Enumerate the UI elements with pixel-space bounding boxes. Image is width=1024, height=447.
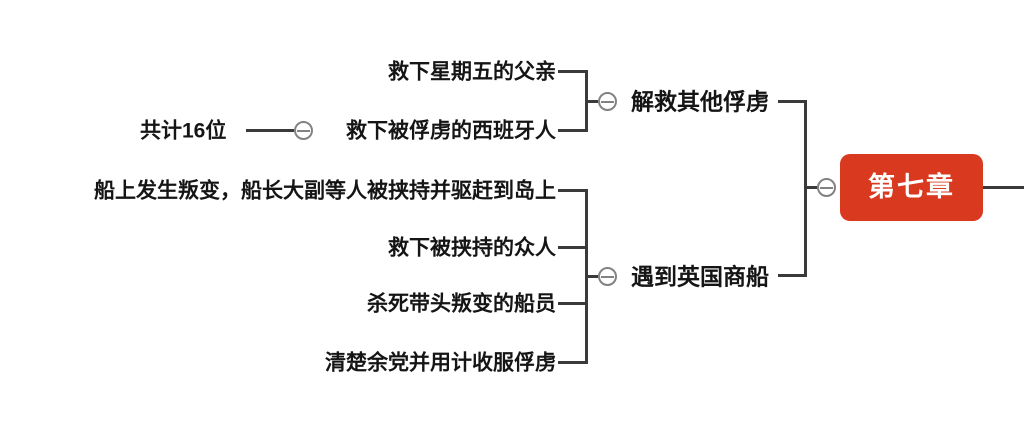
collapse-icon-spaniard[interactable] bbox=[294, 121, 313, 140]
connector-branch1-to-icon bbox=[585, 100, 598, 103]
minus-glyph bbox=[601, 275, 614, 278]
topic-kill-mutiny-leaders[interactable]: 杀死带头叛变的船员 bbox=[367, 292, 556, 316]
connector-branch2-child1-stub bbox=[558, 189, 588, 192]
topic-rescue-other-captives[interactable]: 解救其他俘虏 bbox=[631, 88, 769, 115]
connector-branch1-child1-stub bbox=[558, 70, 588, 73]
connector-branch2-child3-stub bbox=[558, 302, 588, 305]
connector-branch2-right-stub bbox=[778, 274, 806, 277]
root-label: 第七章 bbox=[868, 172, 955, 202]
topic-meet-british-ship[interactable]: 遇到英国商船 bbox=[631, 263, 769, 290]
topic-total-16[interactable]: 共计16位 bbox=[140, 119, 227, 143]
connector-branch2-child2-stub bbox=[558, 246, 588, 249]
connector-branch1-child2-stub bbox=[558, 129, 588, 132]
minus-glyph bbox=[297, 129, 310, 132]
connector-root-bracket bbox=[804, 100, 807, 277]
minus-glyph bbox=[820, 186, 833, 189]
connector-root-to-parent bbox=[983, 186, 1024, 189]
topic-chapter-7[interactable]: 第七章 bbox=[840, 154, 983, 221]
topic-save-friday-father[interactable]: 救下星期五的父亲 bbox=[388, 60, 556, 84]
topic-clear-remnants[interactable]: 清楚余党并用计收服俘虏 bbox=[325, 351, 556, 375]
connector-total16-line bbox=[246, 129, 294, 132]
topic-mutiny-on-ship[interactable]: 船上发生叛变，船长大副等人被挟持并驱赶到岛上 bbox=[94, 179, 556, 203]
connector-branch2-child4-stub bbox=[558, 361, 588, 364]
collapse-icon-branch2[interactable] bbox=[598, 267, 617, 286]
collapse-icon-root[interactable] bbox=[817, 178, 836, 197]
connector-branch1-right-stub bbox=[778, 100, 806, 103]
connector-root-to-icon bbox=[807, 186, 818, 189]
connector-branch2-to-icon bbox=[585, 275, 598, 278]
minus-glyph bbox=[601, 100, 614, 103]
collapse-icon-branch1[interactable] bbox=[598, 92, 617, 111]
topic-save-hostages[interactable]: 救下被挟持的众人 bbox=[388, 236, 556, 260]
topic-save-spaniard[interactable]: 救下被俘虏的西班牙人 bbox=[346, 119, 556, 143]
